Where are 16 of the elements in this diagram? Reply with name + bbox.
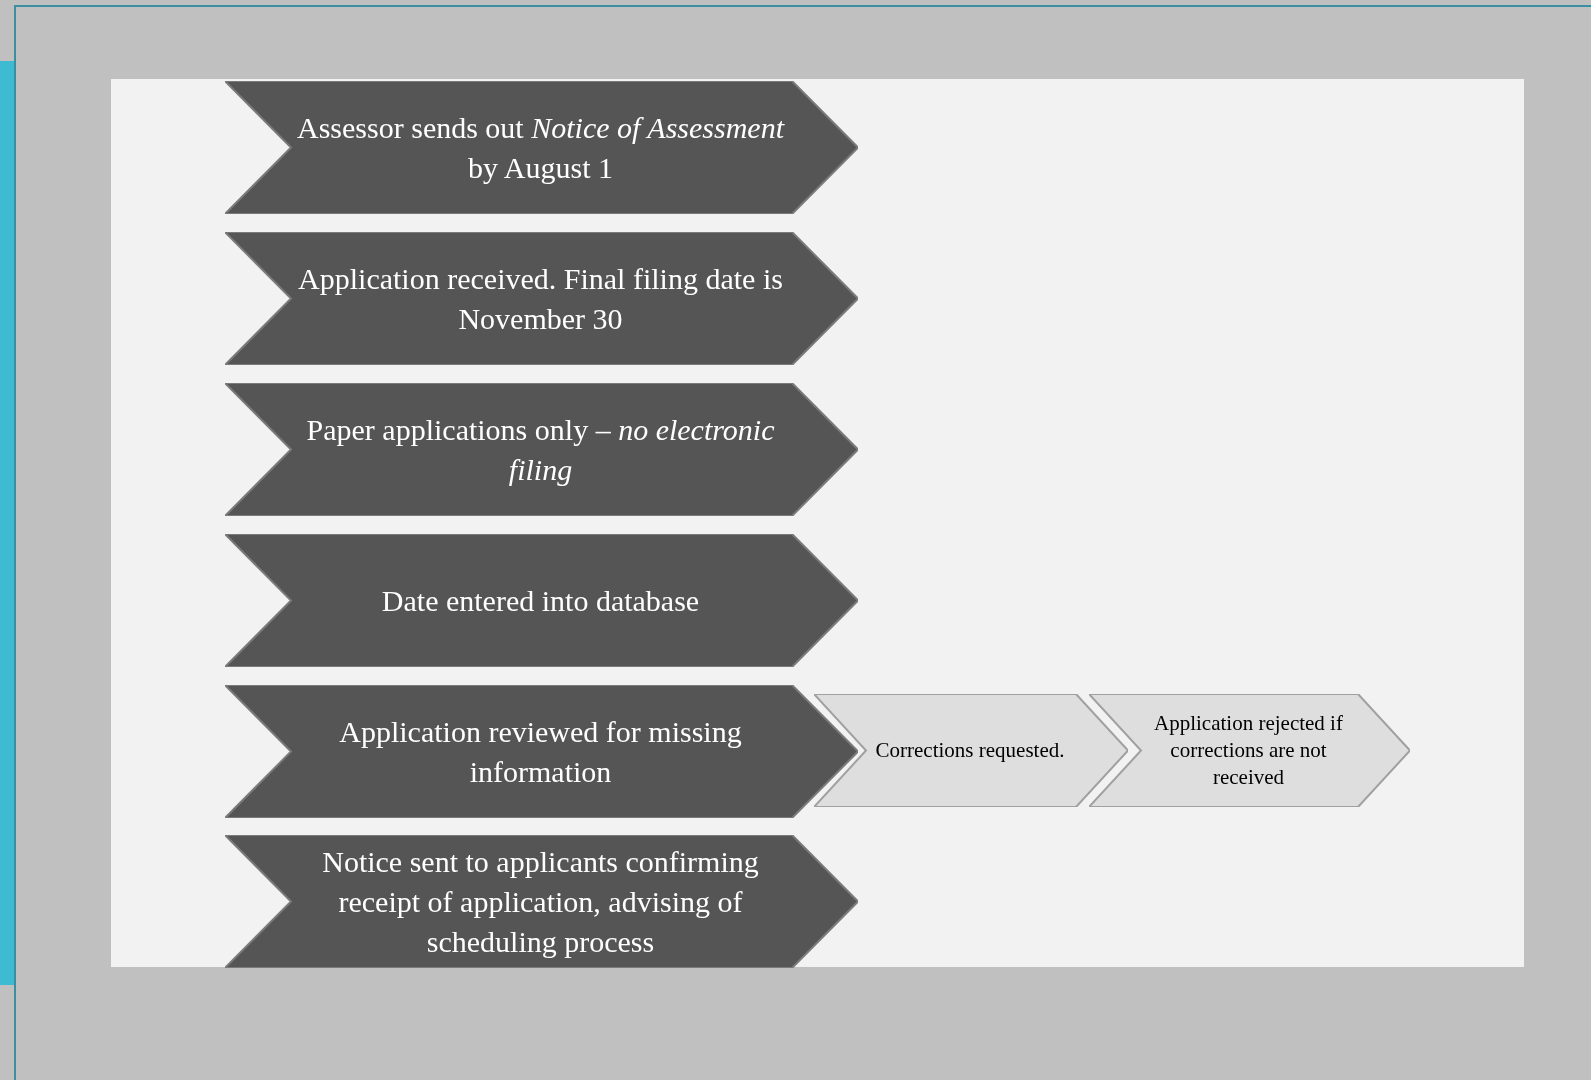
chevron-step [225, 383, 858, 516]
step-text: Application received. Final filing date is November 30 [297, 260, 784, 337]
step-text: Application reviewed for missing information [338, 713, 743, 790]
chevron-step [225, 232, 858, 365]
step-text: Assessor sends out Notice of Assessment by August 1 [297, 109, 784, 186]
chevron-step [225, 534, 858, 667]
step-text: Date entered into database [381, 582, 700, 619]
chevron-step [225, 81, 858, 214]
chevron-step [1089, 694, 1410, 807]
step-text: Application rejected if corrections are not received [1153, 710, 1344, 791]
step-text: Notice sent to applicants confirming receipt of application, advising of scheduling process [321, 843, 760, 960]
chevron-step [225, 685, 858, 818]
chevron-step [814, 694, 1128, 807]
step-text: Corrections requested. [875, 737, 1065, 764]
step-text: Paper applications only – no electronic filing [305, 411, 776, 488]
chevron-step [225, 835, 858, 968]
